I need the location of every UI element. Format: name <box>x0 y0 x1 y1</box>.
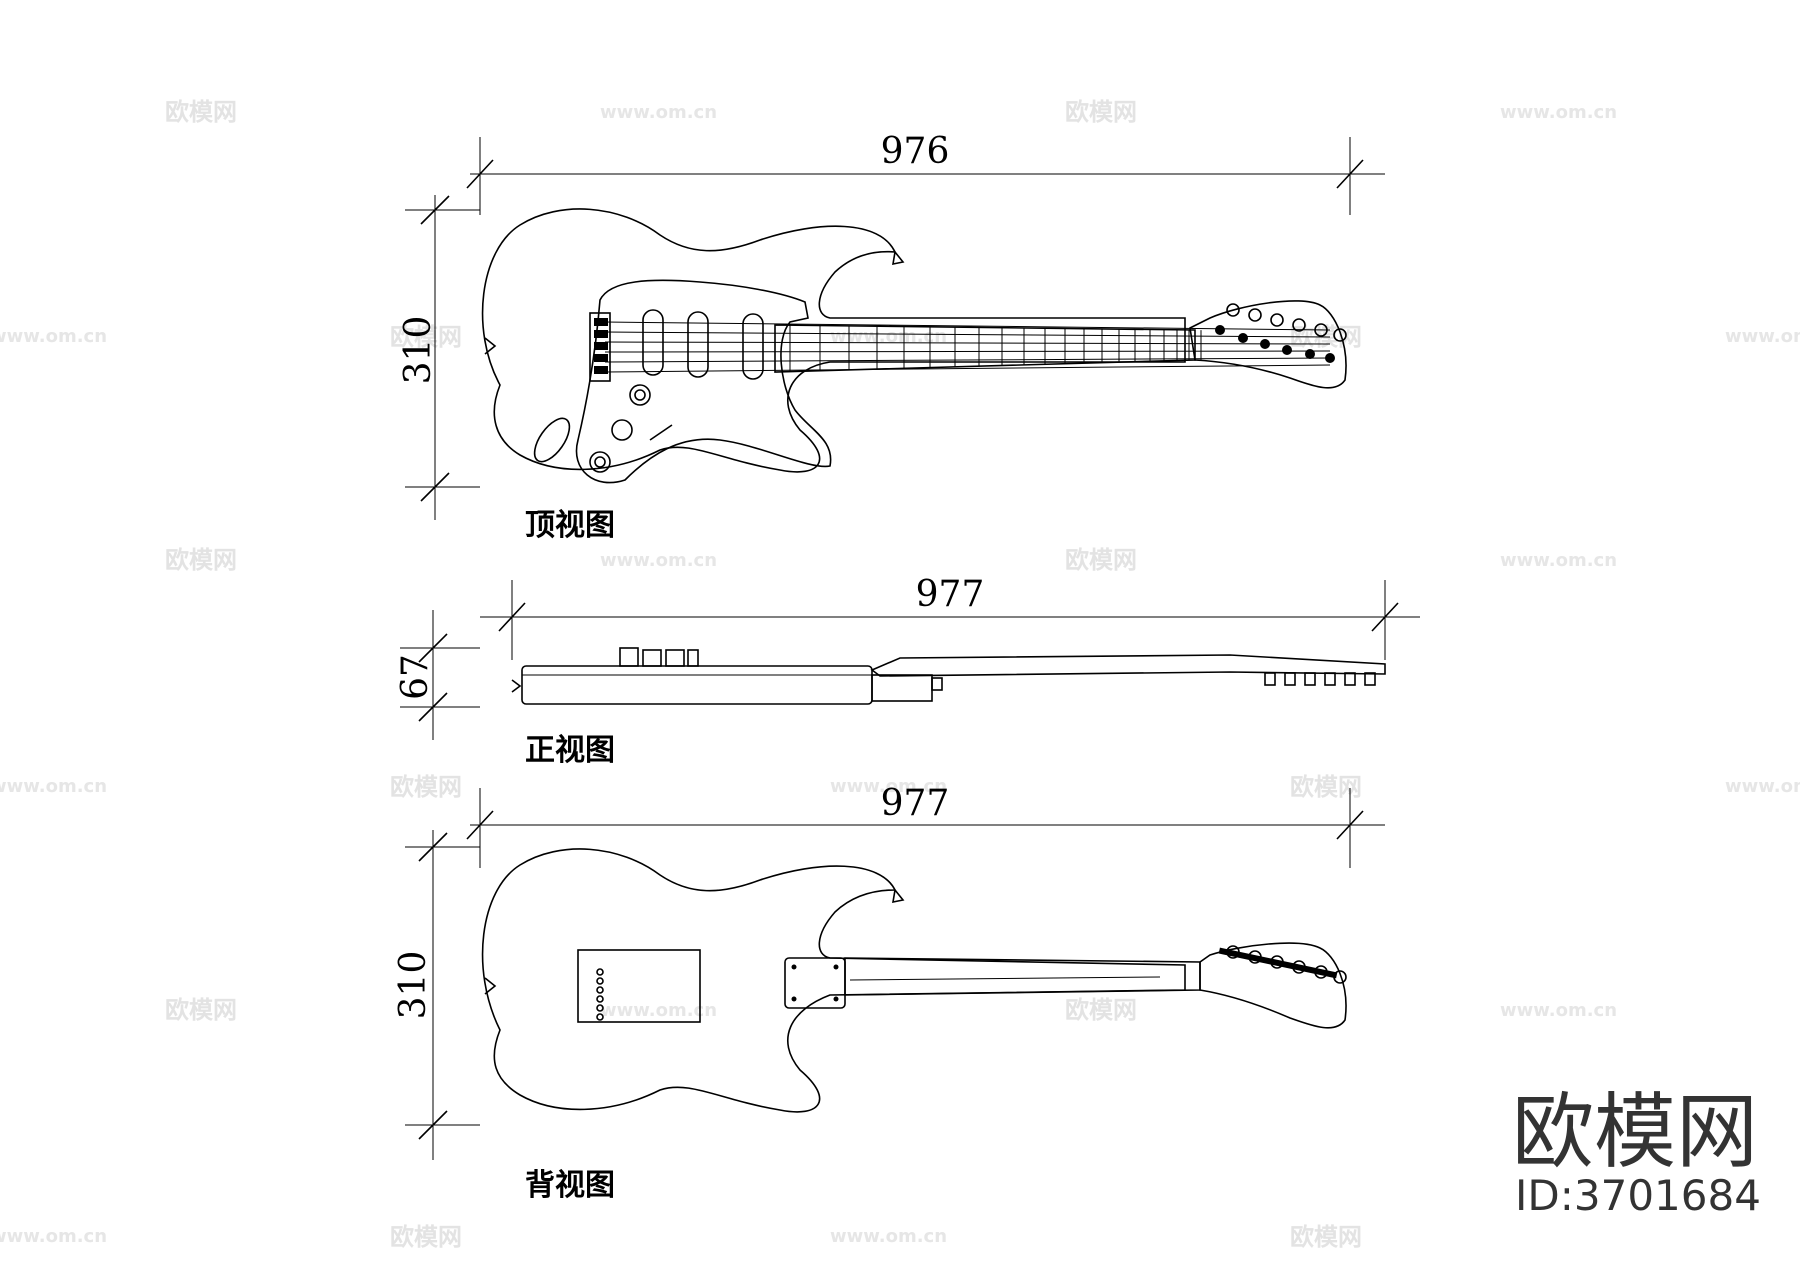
top-view-label: 顶视图 <box>525 508 615 543</box>
neck-heel <box>871 674 933 702</box>
neck-plate-edge <box>931 677 943 691</box>
front-neck-profile <box>870 654 1386 677</box>
watermark-brand: 欧模网 <box>1065 546 1137 574</box>
back-tuning-pegs <box>1218 945 1347 984</box>
front-tuners <box>1264 672 1376 686</box>
watermark-url: www.om.cn <box>1500 550 1617 571</box>
watermark-url: www.om.cn <box>0 776 107 797</box>
watermark-brand: 欧模网 <box>1065 98 1137 126</box>
watermark-brand: 欧模网 <box>165 546 237 574</box>
front-width-label: 977 <box>916 574 985 615</box>
tremolo-cover-holes <box>596 968 604 1021</box>
front-width-dimension: 977 <box>480 574 1420 660</box>
back-height-label: 310 <box>393 951 434 1020</box>
front-body-profile <box>521 665 873 705</box>
bridge-saddles <box>594 318 608 374</box>
watermark-url: www.om.cn <box>830 326 947 347</box>
headstock-outline <box>1189 300 1347 389</box>
strap-button-icon <box>511 679 522 693</box>
bridge-saddle-block <box>589 312 611 382</box>
watermark-url: www.om.cn <box>1500 102 1617 123</box>
volume-knob <box>629 384 651 406</box>
watermark-brand: 欧模网 <box>390 1223 462 1251</box>
strap-button-icon <box>484 337 497 355</box>
watermark-url: www.om.cn <box>830 776 947 797</box>
watermark-url: www.om.cn <box>600 102 717 123</box>
watermark-brand: 欧模网 <box>1290 1223 1362 1251</box>
front-height-label: 67 <box>395 654 436 700</box>
brand-logo-text: 欧模网 <box>1512 1085 1758 1180</box>
front-height-dimension: 67 <box>395 610 480 740</box>
tremolo-cavity-cover <box>577 949 701 1023</box>
top-body-outline <box>481 208 1186 473</box>
truss-rod-line <box>849 976 1161 981</box>
watermark-brand: 欧模网 <box>165 98 237 126</box>
top-view: 976 310 <box>398 131 1385 543</box>
watermark-brand: 欧模网 <box>1065 996 1137 1024</box>
watermark-brand: 欧模网 <box>390 773 462 801</box>
back-view: 977 310 <box>393 783 1385 1203</box>
watermark-brand: 欧模网 <box>390 323 462 351</box>
selector-switch <box>649 424 673 441</box>
pickguard-outline <box>575 279 832 484</box>
strap-button-icon <box>484 977 497 995</box>
back-width-label: 977 <box>881 783 950 824</box>
frets <box>789 325 1202 372</box>
watermark-url: www.om.cn <box>600 1000 717 1021</box>
tone-knob <box>589 451 611 473</box>
tuning-pegs <box>1215 303 1347 363</box>
brand-watermark: 欧模网 ID:3701684 <box>1512 1085 1761 1220</box>
watermark-url: www.om.cn <box>1725 776 1800 797</box>
watermark-url: www.om.cn <box>600 550 717 571</box>
strap-button-icon <box>892 888 905 904</box>
back-width-dimension: 977 <box>466 783 1385 868</box>
strings <box>604 321 1331 373</box>
volume-knob-center <box>634 389 646 401</box>
watermark-url: www.om.cn <box>1500 1000 1617 1021</box>
strap-button-icon <box>892 250 905 266</box>
watermark-url: www.om.cn <box>0 326 107 347</box>
back-headstock-outline <box>1199 942 1347 1029</box>
back-body-outline <box>481 848 1186 1113</box>
top-height-dimension: 310 <box>398 195 480 520</box>
watermark-brand: 欧模网 <box>165 996 237 1024</box>
top-width-label: 976 <box>881 131 950 172</box>
watermark-url: www.om.cn <box>0 1226 107 1247</box>
watermark-url: www.om.cn <box>830 1226 947 1247</box>
watermark-brand: 欧模网 <box>1290 773 1362 801</box>
watermark-url: www.om.cn <box>1725 326 1800 347</box>
back-height-dimension: 310 <box>393 830 480 1160</box>
tone-knob-center <box>594 456 606 468</box>
top-height-label: 310 <box>398 316 439 385</box>
neck-pickup <box>742 313 764 380</box>
top-width-dimension: 976 <box>466 131 1385 215</box>
front-controls <box>619 647 699 667</box>
tone-knob <box>611 419 633 441</box>
brand-id-text: ID:3701684 <box>1515 1171 1761 1220</box>
output-jack <box>533 417 571 463</box>
back-view-label: 背视图 <box>525 1168 615 1203</box>
neck-plate-screws <box>791 964 839 1002</box>
front-view-label: 正视图 <box>525 733 615 768</box>
front-view: 977 67 正视图 <box>395 574 1420 768</box>
middle-pickup <box>687 311 709 378</box>
